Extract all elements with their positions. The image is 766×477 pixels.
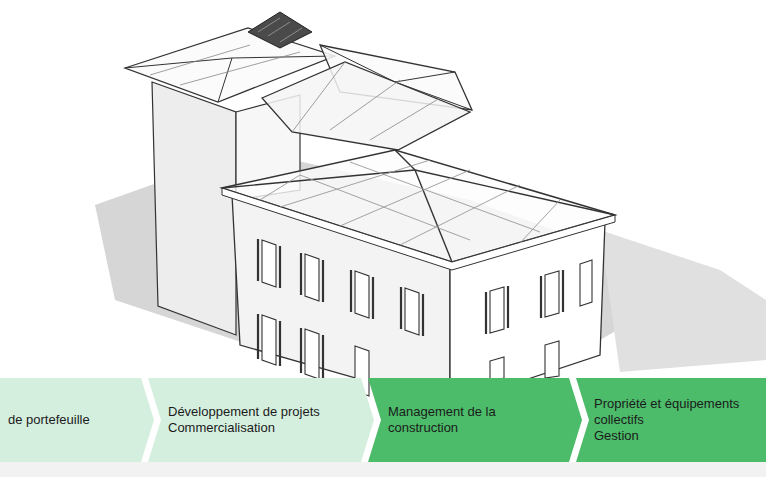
shutters [258, 239, 423, 380]
step-label: de portefeuille [8, 412, 135, 428]
step-label: Propriété et équipements collectifs [594, 396, 758, 428]
chevron-text: Propriété et équipements collectifsGesti… [576, 378, 766, 462]
hip-line [415, 170, 615, 215]
shutters [486, 270, 563, 334]
roof-tower [248, 12, 312, 48]
chevron-text: Management de la construction [368, 378, 582, 462]
front-roof [222, 150, 615, 262]
chevron-text: Développement de projetsCommercialisatio… [148, 378, 374, 462]
ground-shadow [600, 230, 766, 372]
hip-line [222, 170, 415, 188]
step-label: Management de la construction [388, 404, 563, 436]
process-chevron: Développement de projetsCommercialisatio… [148, 378, 374, 462]
windows [490, 260, 592, 382]
process-chevron: Management de la construction [368, 378, 582, 462]
chevron-text: de portefeuille [0, 378, 154, 462]
roof-beams [260, 160, 560, 245]
middle-roof [262, 62, 470, 150]
step-label: Développement de projets [168, 404, 355, 420]
process-chevron: de portefeuille [0, 378, 154, 462]
step-label: Gestion [594, 428, 758, 444]
hip-line [395, 150, 415, 170]
windows [262, 240, 419, 396]
step-label: Commercialisation [168, 420, 355, 436]
back-wall [152, 82, 236, 335]
footer-strip [0, 462, 766, 477]
roof-eave [222, 188, 615, 270]
process-chevron: Propriété et équipements collectifsGesti… [576, 378, 766, 462]
hip-line [415, 170, 452, 262]
